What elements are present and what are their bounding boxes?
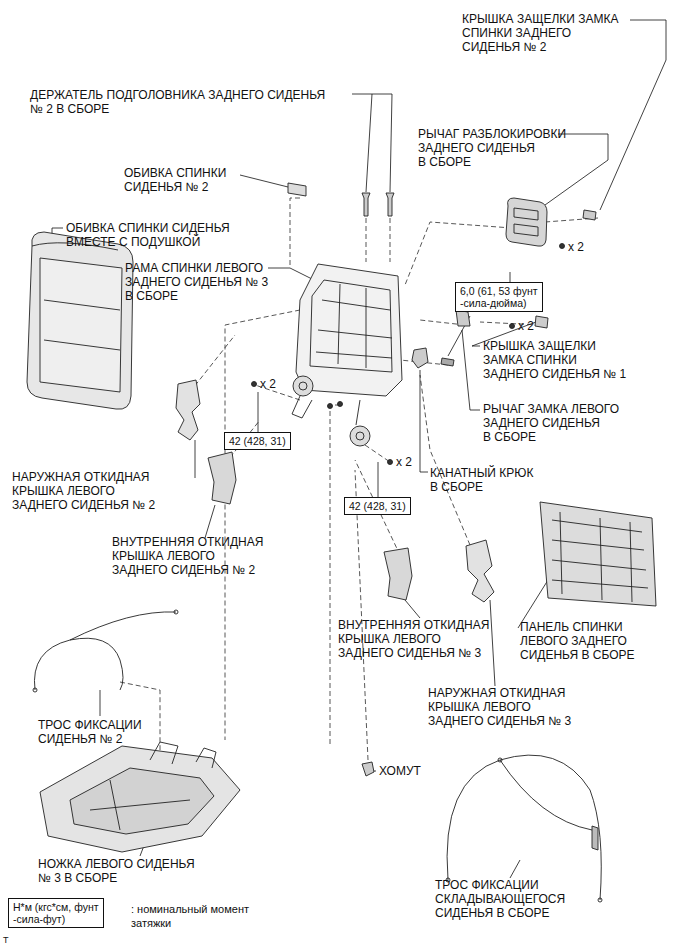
torque-box: 42 (428, 31) [344, 497, 411, 515]
torque-box: 6,0 (61, 53 фунт -сила-дюйма) [455, 282, 543, 312]
quantity-mark: x 2 [518, 319, 534, 333]
legend-box: Н*м (кгс*см, фунт -сила-фут) [8, 898, 104, 928]
part-label: ОБИВКА СПИНКИ СИДЕНЬЯ № 2 [124, 166, 226, 194]
part-label: ДЕРЖАТЕЛЬ ПОДГОЛОВНИКА ЗАДНЕГО СИДЕНЬЯ №… [30, 88, 325, 116]
part-label: ВНУТРЕННЯЯ ОТКИДНАЯ КРЫШКА ЛЕВОГО ЗАДНЕГ… [338, 618, 489, 660]
part-label: ВНУТРЕННЯЯ ОТКИДНАЯ КРЫШКА ЛЕВОГО ЗАДНЕГ… [112, 535, 263, 577]
torque-box: 42 (428, 31) [224, 432, 291, 450]
part-label: ТРОС ФИКСАЦИИ СКЛАДЫВАЮЩЕГОСЯ СИДЕНЬЯ В … [435, 878, 565, 920]
part-label: НАРУЖНАЯ ОТКИДНАЯ КРЫШКА ЛЕВОГО ЗАДНЕГО … [428, 686, 571, 728]
torque-value: 6,0 (61, 53 фунт -сила-дюйма) [460, 285, 538, 309]
part-label: КАНАТНЫЙ КРЮК В СБОРЕ [430, 466, 533, 494]
torque-value: 42 (428, 31) [349, 500, 406, 512]
part-label: НОЖКА ЛЕВОГО СИДЕНЬЯ № 3 В СБОРЕ [38, 857, 195, 885]
part-label: КРЫШКА ЗАЩЕЛКИ ЗАМКА СПИНКИ ЗАДНЕГО СИДЕ… [483, 339, 626, 381]
part-label: ПАНЕЛЬ СПИНКИ ЛЕВОГО ЗАДНЕГО СИДЕНЬЯ В С… [520, 620, 635, 662]
part-label: ТРОС ФИКСАЦИИ СИДЕНЬЯ № 2 [38, 718, 142, 746]
quantity-mark: x 2 [568, 240, 584, 254]
figure-code: Т [3, 933, 9, 947]
quantity-mark: x 2 [396, 455, 412, 469]
torque-value: 42 (428, 31) [229, 435, 286, 447]
part-label: РЫЧАГ РАЗБЛОКИРОВКИ ЗАДНЕГО СИДЕНЬЯ В СБ… [418, 127, 566, 169]
part-label: РЫЧАГ ЗАМКА ЛЕВОГО ЗАДНЕГО СИДЕНЬЯ В СБО… [483, 402, 619, 444]
torque-value: Н*м (кгс*см, фунт -сила-фут) [13, 901, 99, 925]
part-label: НАРУЖНАЯ ОТКИДНАЯ КРЫШКА ЛЕВОГО ЗАДНЕГО … [12, 470, 155, 512]
quantity-mark: x 2 [260, 377, 276, 391]
part-label: ХОМУТ [379, 764, 421, 778]
part-label: ОБИВКА СПИНКИ СИДЕНЬЯ ВМЕСТЕ С ПОДУШКОЙ [66, 221, 230, 249]
part-label: КРЫШКА ЗАЩЕЛКИ ЗАМКА СПИНКИ ЗАДНЕГО СИДЕ… [462, 12, 619, 54]
legend-note: : номинальный момент затяжки [131, 902, 249, 930]
part-label: РАМА СПИНКИ ЛЕВОГО ЗАДНЕГО СИДЕНЬЯ № 3 В… [125, 261, 268, 303]
